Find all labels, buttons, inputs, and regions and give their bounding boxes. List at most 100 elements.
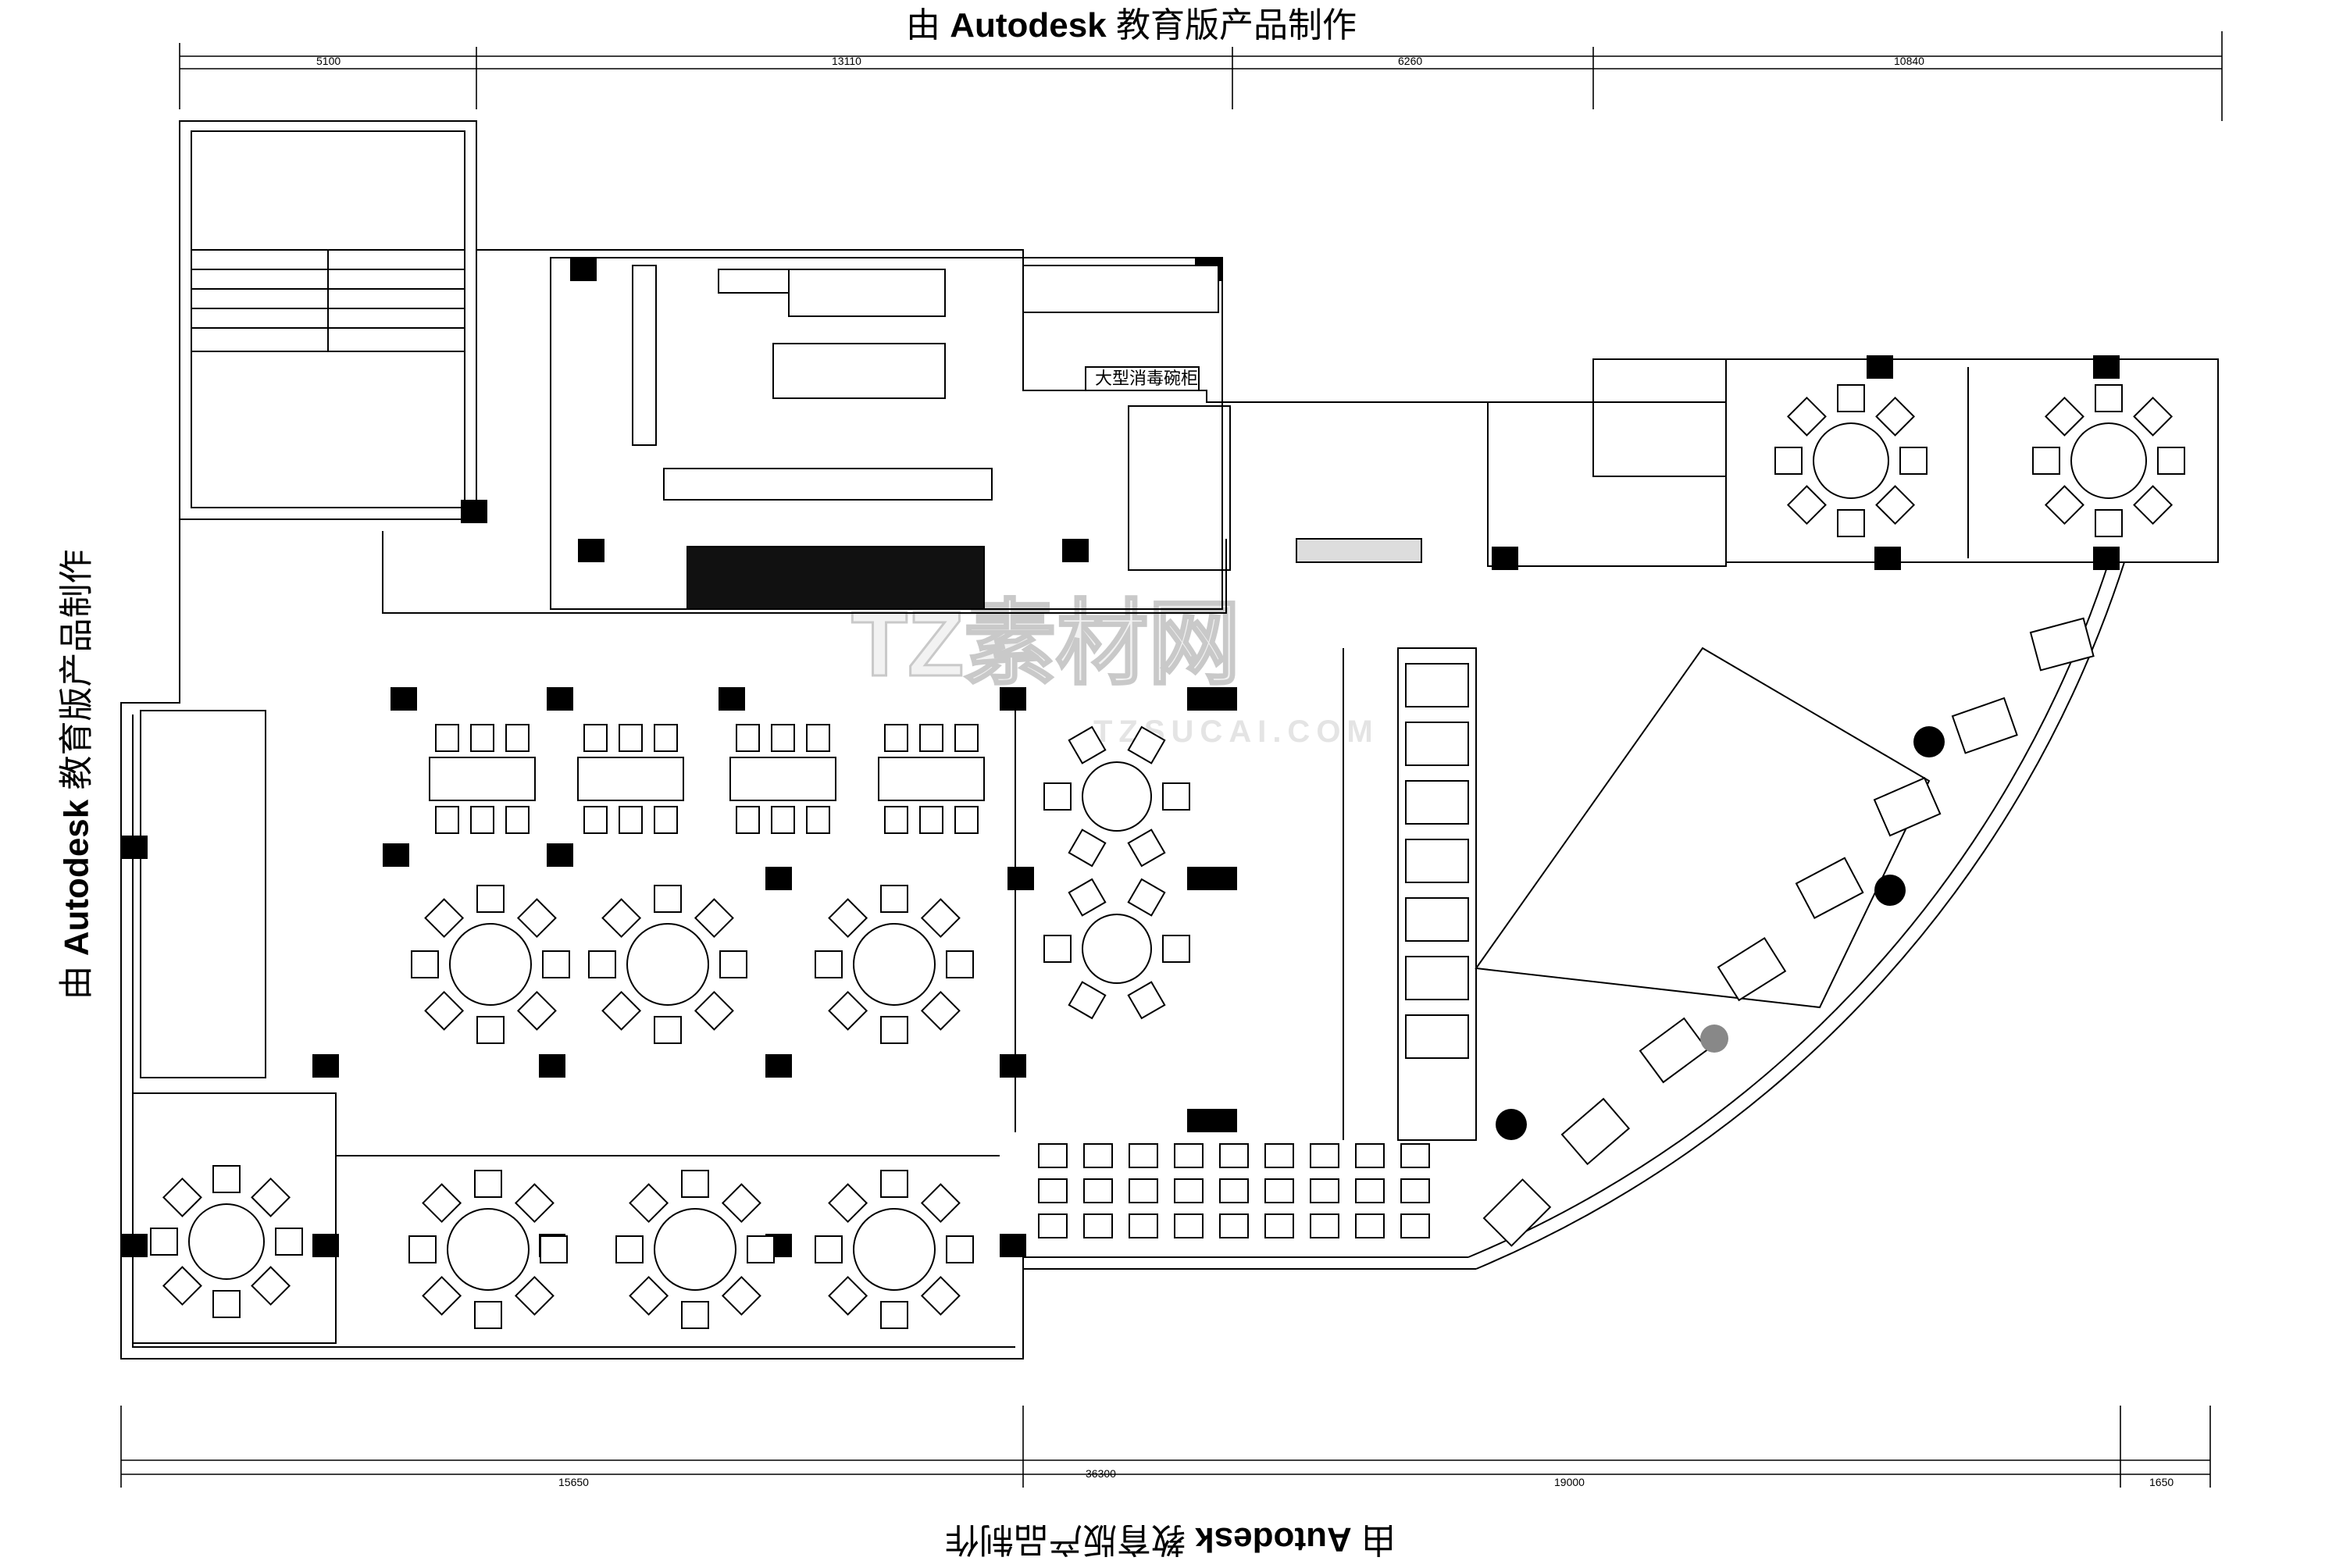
round-table-3-chair	[474, 1301, 502, 1329]
decor-circle-2	[1496, 1109, 1527, 1140]
round-table-0-chair	[542, 950, 570, 978]
round-table-7-chair	[1837, 384, 1865, 412]
round-table-1-chair	[654, 885, 682, 913]
round-table-3-chair	[540, 1235, 568, 1263]
round-table-0-chair	[516, 898, 557, 939]
column-3	[578, 539, 604, 562]
round-table-4-chair	[629, 1183, 669, 1224]
round-table-5-chair	[946, 1235, 974, 1263]
booth-seat	[1310, 1143, 1339, 1168]
round-table-6-chair	[150, 1228, 178, 1256]
column-10	[390, 687, 417, 711]
decor-circle-1	[1874, 875, 1906, 906]
booth-round-0-chair	[1127, 725, 1166, 764]
watermark-top: 由 Autodesk 教育版产品制作	[906, 6, 1357, 45]
booth-seat	[1129, 1178, 1158, 1203]
round-table-4-chair	[681, 1170, 709, 1198]
column-5	[1492, 547, 1518, 570]
column-20	[1211, 687, 1237, 711]
dim-bottom-1: 15650	[558, 1476, 589, 1488]
round-table-2-chair	[828, 990, 868, 1031]
column-26	[312, 1054, 339, 1078]
rect-table-1-chair	[583, 724, 608, 752]
rect-table-2-chair	[806, 724, 830, 752]
round-table-4-chair	[747, 1235, 775, 1263]
round-table-8	[2032, 384, 2185, 537]
round-table-6-chair	[251, 1266, 291, 1306]
column-13	[1000, 687, 1026, 711]
rect-table-2-chair	[806, 806, 830, 834]
booth-seat	[1083, 1143, 1113, 1168]
round-table-8-chair	[2044, 485, 2084, 526]
booth-seat	[1083, 1178, 1113, 1203]
round-table-2-top	[853, 923, 936, 1006]
round-table-1-chair	[601, 898, 642, 939]
rect-table-3-chair	[884, 724, 908, 752]
round-table-3-top	[447, 1208, 530, 1291]
booth-round-1-chair	[1127, 981, 1166, 1020]
dim-top-3: 6260	[1398, 55, 1422, 67]
rect-table-0-top	[429, 757, 536, 801]
round-table-8-chair	[2095, 509, 2123, 537]
column-25	[1000, 1054, 1026, 1078]
booth-table	[1405, 839, 1469, 883]
round-table-7-chair	[1875, 485, 1916, 526]
booth-round-0-chair	[1068, 725, 1107, 764]
booth-round-0-chair	[1043, 782, 1072, 811]
round-table-0-chair	[424, 898, 465, 939]
booth-seat	[1129, 1213, 1158, 1238]
booth-seat	[1264, 1143, 1294, 1168]
column-9	[2093, 547, 2120, 570]
round-table-3-chair	[422, 1275, 462, 1316]
rect-table-2-chair	[736, 724, 760, 752]
rect-table-0-chair	[435, 806, 459, 834]
round-table-7-chair	[1899, 447, 1928, 475]
booth-round-1-chair	[1043, 935, 1072, 963]
round-table-8-chair	[2032, 447, 2060, 475]
round-table-1-chair	[694, 990, 734, 1031]
booth-table	[1405, 897, 1469, 942]
booth-seat	[1400, 1143, 1430, 1168]
rect-table-3-top	[878, 757, 985, 801]
round-table-2-chair	[815, 950, 843, 978]
booth-seat	[1038, 1178, 1068, 1203]
round-table-1-chair	[601, 990, 642, 1031]
round-table-0-chair	[424, 990, 465, 1031]
round-table-1-top	[626, 923, 709, 1006]
rect-table-1-chair	[619, 724, 643, 752]
column-32	[1187, 1109, 1214, 1132]
booth-table	[1405, 1014, 1469, 1059]
booth-seat	[1355, 1178, 1385, 1203]
round-table-5-chair	[828, 1275, 868, 1316]
rect-table-1	[577, 724, 684, 834]
round-table-6-chair	[275, 1228, 303, 1256]
round-table-8-chair	[2133, 485, 2174, 526]
dim-top-1: 5100	[316, 55, 341, 67]
round-table-2-chair	[880, 885, 908, 913]
round-table-8-chair	[2157, 447, 2185, 475]
column-24	[765, 1054, 792, 1078]
round-table-2-chair	[920, 898, 961, 939]
column-8	[1874, 547, 1901, 570]
booth-seat	[1310, 1178, 1339, 1203]
round-table-6	[150, 1165, 303, 1318]
decor-circles	[1496, 726, 1945, 1140]
walls	[120, 120, 2219, 1360]
round-table-0-chair	[516, 990, 557, 1031]
round-table-8-chair	[2044, 396, 2084, 437]
booth-seat	[1400, 1213, 1430, 1238]
booth-seat	[1174, 1143, 1204, 1168]
round-table-4-top	[654, 1208, 736, 1291]
arc-booth-seat	[1795, 857, 1864, 919]
round-table-7-top	[1813, 422, 1889, 499]
booth-seat	[1355, 1213, 1385, 1238]
round-table-3-chair	[408, 1235, 437, 1263]
dim-top-4: 10840	[1894, 55, 1924, 67]
booth-seat	[1264, 1178, 1294, 1203]
round-table-5-top	[853, 1208, 936, 1291]
round-table-0-chair	[476, 1016, 505, 1044]
rect-table-2-chair	[771, 806, 795, 834]
round-table-3	[408, 1170, 568, 1329]
booth-round-1-chair	[1068, 878, 1107, 917]
tables	[150, 384, 2185, 1329]
